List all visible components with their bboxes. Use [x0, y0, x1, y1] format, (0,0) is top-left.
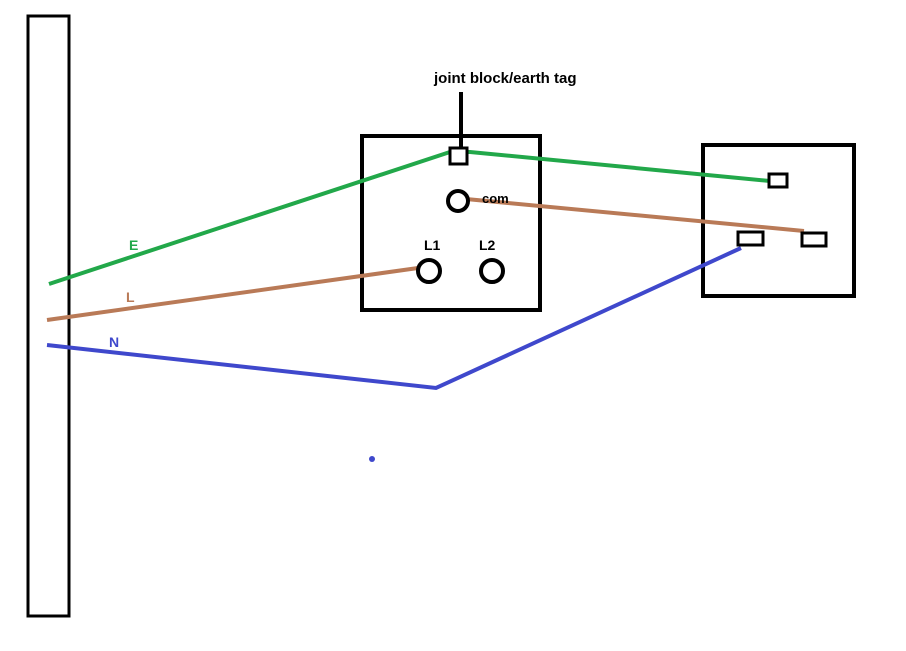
- com-terminal: [446, 189, 470, 213]
- live-label: L: [126, 289, 135, 305]
- neutral-label: N: [109, 334, 119, 350]
- earth-label: E: [129, 237, 138, 253]
- joint-block-terminal: [448, 146, 469, 166]
- socket-neutral-terminal: [736, 230, 765, 247]
- l1-label: L1: [424, 237, 441, 253]
- socket-earth-terminal: [767, 172, 789, 189]
- live-wire-com-to-socket: [465, 197, 805, 233]
- socket-live-terminal: [800, 231, 828, 248]
- l1-terminal: [416, 258, 442, 284]
- annotation-label: joint block/earth tag: [433, 70, 577, 87]
- com-label: com: [482, 191, 509, 206]
- l2-terminal: [479, 258, 505, 284]
- stray-dot: [369, 456, 375, 462]
- live-wire-to-l1: [46, 266, 419, 322]
- neutral-wire: [46, 246, 742, 391]
- switch-box: [360, 134, 542, 312]
- l2-label: L2: [479, 237, 496, 253]
- socket-box: [701, 143, 856, 298]
